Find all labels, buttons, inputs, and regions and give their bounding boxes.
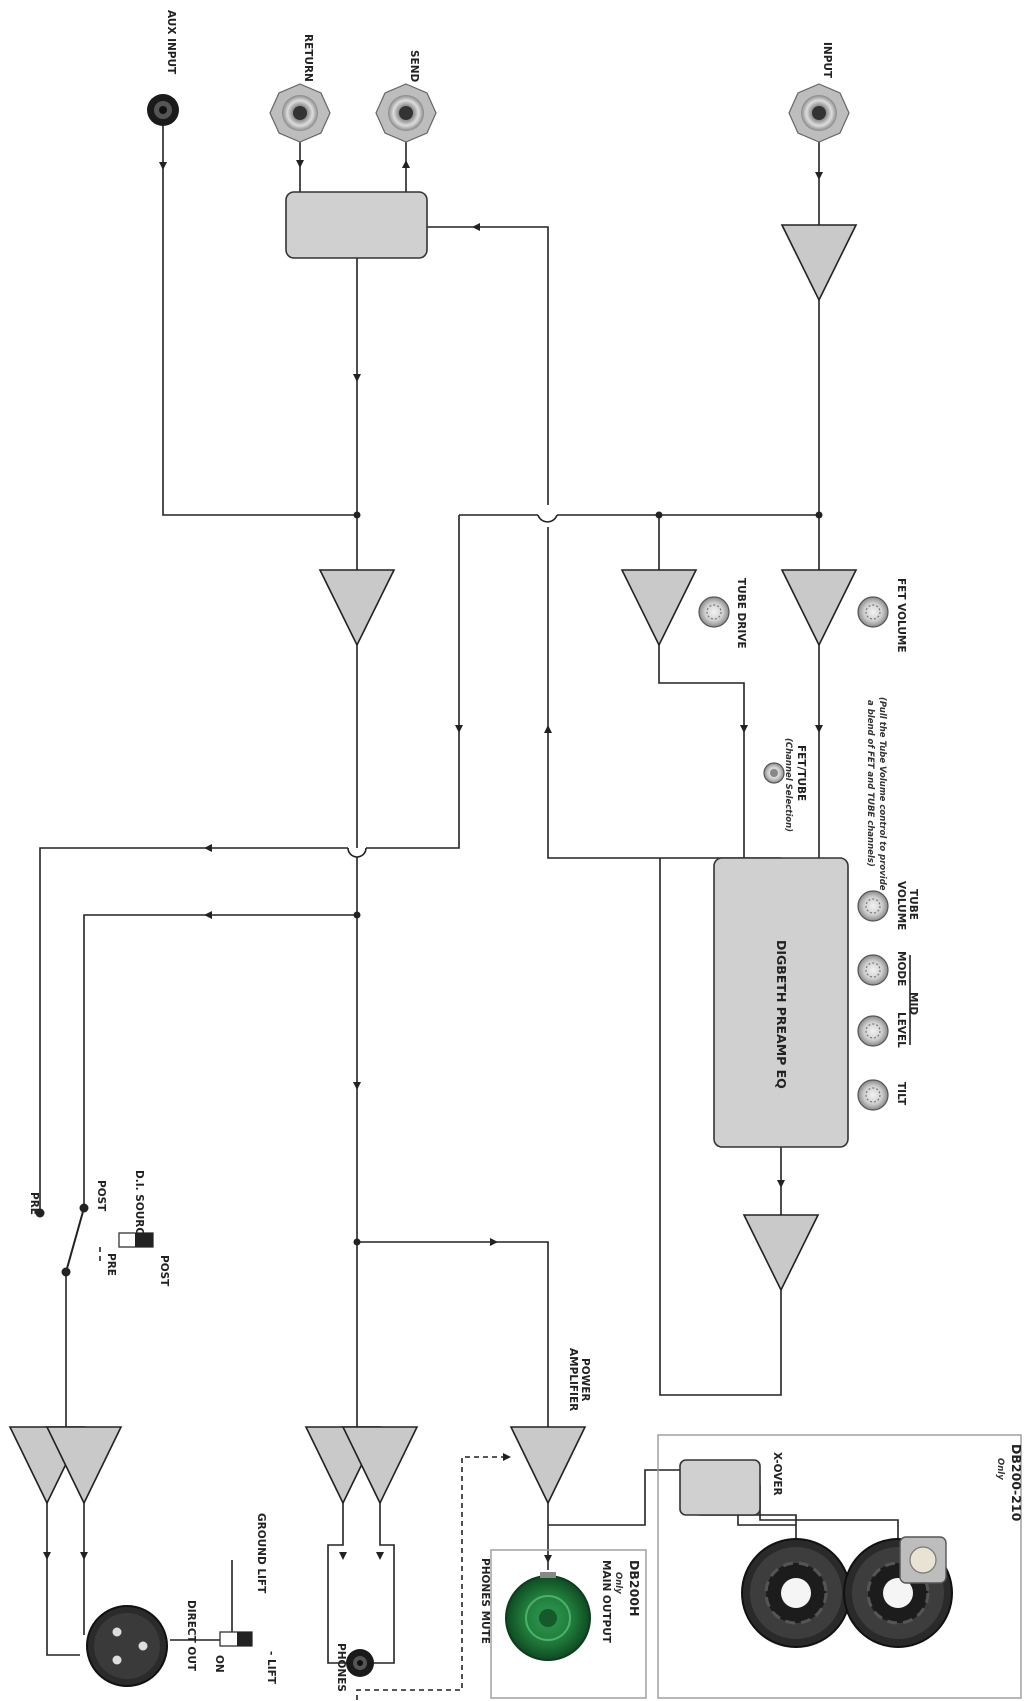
tube-drive-amp	[620, 569, 698, 647]
label-tube-volume-2: VOLUME	[895, 881, 907, 930]
label-return: RETURN	[302, 34, 314, 82]
label-switch-pre: PRE	[105, 1253, 117, 1276]
flow-arrows	[43, 160, 823, 1563]
label-power-amp-1: POWER	[579, 1358, 591, 1401]
label-fet-tube: FET/TUBE	[795, 745, 807, 801]
labels: AUX INPUT RETURN SEND INPUT FET VOLUME T…	[28, 10, 1024, 1692]
label-lift: - LIFT	[265, 1651, 277, 1685]
label-input: INPUT	[821, 42, 833, 79]
label-db200h: DB200H	[627, 1560, 642, 1616]
xlr-direct-out	[86, 1605, 168, 1687]
junction-dots	[347, 511, 823, 1246]
fet-volume-amp	[780, 569, 858, 647]
label-send: SEND	[408, 50, 420, 83]
label-channel-selection: (Channel Selection)	[783, 738, 793, 832]
di-source-switch	[35, 1203, 154, 1277]
main-amp	[318, 569, 396, 647]
input-amp	[780, 224, 858, 302]
phones-amp-2	[341, 1426, 419, 1505]
send-jack	[375, 83, 437, 143]
phones-jack	[346, 1649, 374, 1677]
tilt-knob	[857, 1079, 889, 1111]
aux-input-jack	[147, 94, 179, 126]
phones-mute-line	[356, 1456, 503, 1700]
ground-lift-switch	[219, 1631, 253, 1647]
label-pre: PRE	[28, 1192, 40, 1215]
tube-volume-knob	[857, 890, 889, 922]
label-phones-mute: PHONES MUTE	[479, 1558, 491, 1644]
label-tilt: TILT	[895, 1082, 907, 1106]
label-switch-post: POST	[158, 1255, 170, 1287]
eq-output-amp	[742, 1214, 820, 1292]
speakon-main-output	[505, 1572, 591, 1661]
fet-volume-knob	[857, 596, 889, 628]
preamp-eq-block	[713, 857, 849, 1148]
fet-tube-button	[763, 762, 785, 784]
loop-block	[285, 191, 428, 259]
label-power-amp-2: AMPLIFIER	[567, 1348, 579, 1411]
label-level: LEVEL	[895, 1012, 907, 1048]
label-db200-210: DB200-210	[1009, 1444, 1024, 1522]
return-jack	[269, 83, 331, 143]
label-db200-210-only: Only	[995, 1458, 1005, 1480]
label-tube-drive: TUBE DRIVE	[735, 578, 747, 649]
mid-mode-knob	[857, 954, 889, 986]
label-direct-out: DIRECT OUT	[185, 1600, 197, 1672]
label-main-output: MAIN OUTPUT	[600, 1560, 612, 1644]
label-mid: MID	[907, 992, 919, 1015]
label-xover: X-OVER	[771, 1452, 783, 1496]
label-preamp-eq: DIGBETH PREAMP EQ	[774, 940, 789, 1089]
label-db200h-only: Only	[613, 1572, 623, 1594]
label-tube-volume-1: TUBE	[907, 889, 919, 920]
label-pull-note-2: a blend of FET and TUBE channels)	[865, 700, 875, 867]
label-on: ON	[213, 1655, 225, 1673]
tube-drive-knob	[698, 596, 730, 628]
mid-level-knob	[857, 1015, 889, 1047]
label-fet-volume: FET VOLUME	[895, 578, 907, 653]
label-phones: PHONES	[335, 1643, 347, 1692]
db200-210-frame	[657, 1434, 1022, 1699]
wires	[39, 125, 899, 1664]
label-mode: MODE	[895, 951, 907, 986]
input-jack	[788, 83, 850, 143]
label-post: POST	[95, 1180, 107, 1212]
amplifiers	[8, 224, 858, 1505]
tweeter-square	[899, 1536, 947, 1584]
speaker-1	[741, 1538, 851, 1648]
label-di-source: D.I. SOURCE	[133, 1170, 145, 1242]
power-amp	[509, 1426, 587, 1505]
xover-block	[679, 1459, 761, 1516]
db200h-frame	[490, 1549, 647, 1699]
label-aux-input: AUX INPUT	[165, 10, 177, 75]
di-amp-2	[45, 1426, 123, 1505]
label-pull-note-1: (Pull the Tube Volume control to provide	[877, 697, 887, 891]
label-ground-lift: GROUND LIFT	[255, 1513, 267, 1594]
